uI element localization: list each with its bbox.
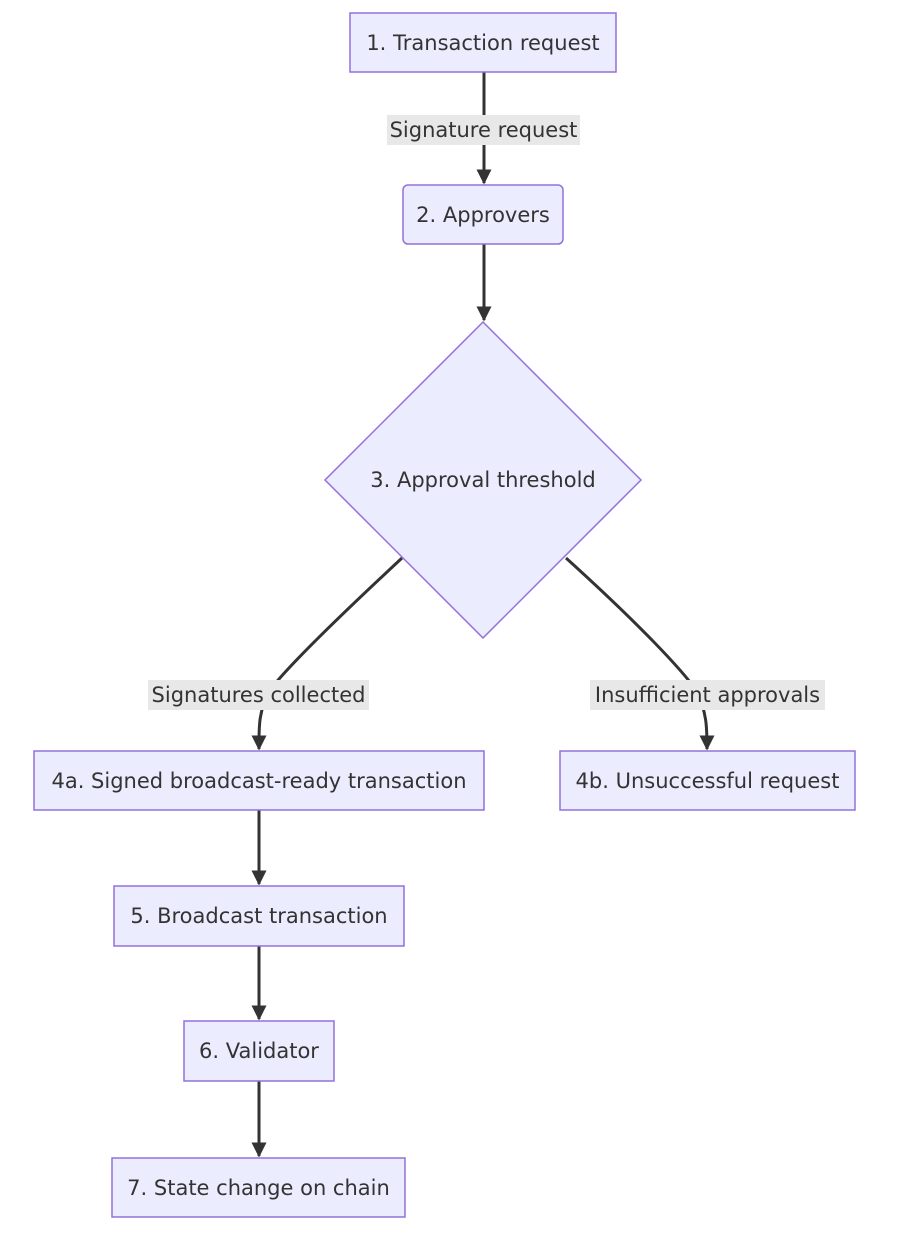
edge-label-signatures-collected: Signatures collected xyxy=(148,680,369,710)
node-transaction-request: 1. Transaction request xyxy=(349,12,617,73)
edge-label-signature-request: Signature request xyxy=(387,115,580,145)
node-label: 3. Approval threshold xyxy=(370,468,595,492)
node-approvers: 2. Approvers xyxy=(402,184,564,245)
edge-label-insufficient-approvals: Insufficient approvals xyxy=(590,680,825,710)
node-label: 2. Approvers xyxy=(416,203,550,227)
node-signed-broadcast-ready-transaction: 4a. Signed broadcast-ready transaction xyxy=(33,750,485,811)
node-approval-threshold: 3. Approval threshold xyxy=(323,320,643,640)
edge-label-text: Signatures collected xyxy=(152,683,366,707)
edge-label-text: Signature request xyxy=(390,118,578,142)
edge-label-text: Insufficient approvals xyxy=(595,683,820,707)
edges xyxy=(251,72,715,1158)
edge-3-to-4b xyxy=(564,556,715,751)
edge-3-to-4a xyxy=(251,556,404,751)
node-label: 7. State change on chain xyxy=(127,1176,390,1200)
node-label: 5. Broadcast transaction xyxy=(130,904,387,928)
node-state-change-on-chain: 7. State change on chain xyxy=(111,1157,406,1218)
node-unsuccessful-request: 4b. Unsuccessful request xyxy=(559,750,856,811)
node-label: 4a. Signed broadcast-ready transaction xyxy=(51,769,466,793)
node-validator: 6. Validator xyxy=(183,1020,335,1082)
node-label: 6. Validator xyxy=(199,1039,319,1063)
node-broadcast-transaction: 5. Broadcast transaction xyxy=(113,885,405,947)
node-label: 1. Transaction request xyxy=(366,31,599,55)
node-label: 4b. Unsuccessful request xyxy=(576,769,840,793)
